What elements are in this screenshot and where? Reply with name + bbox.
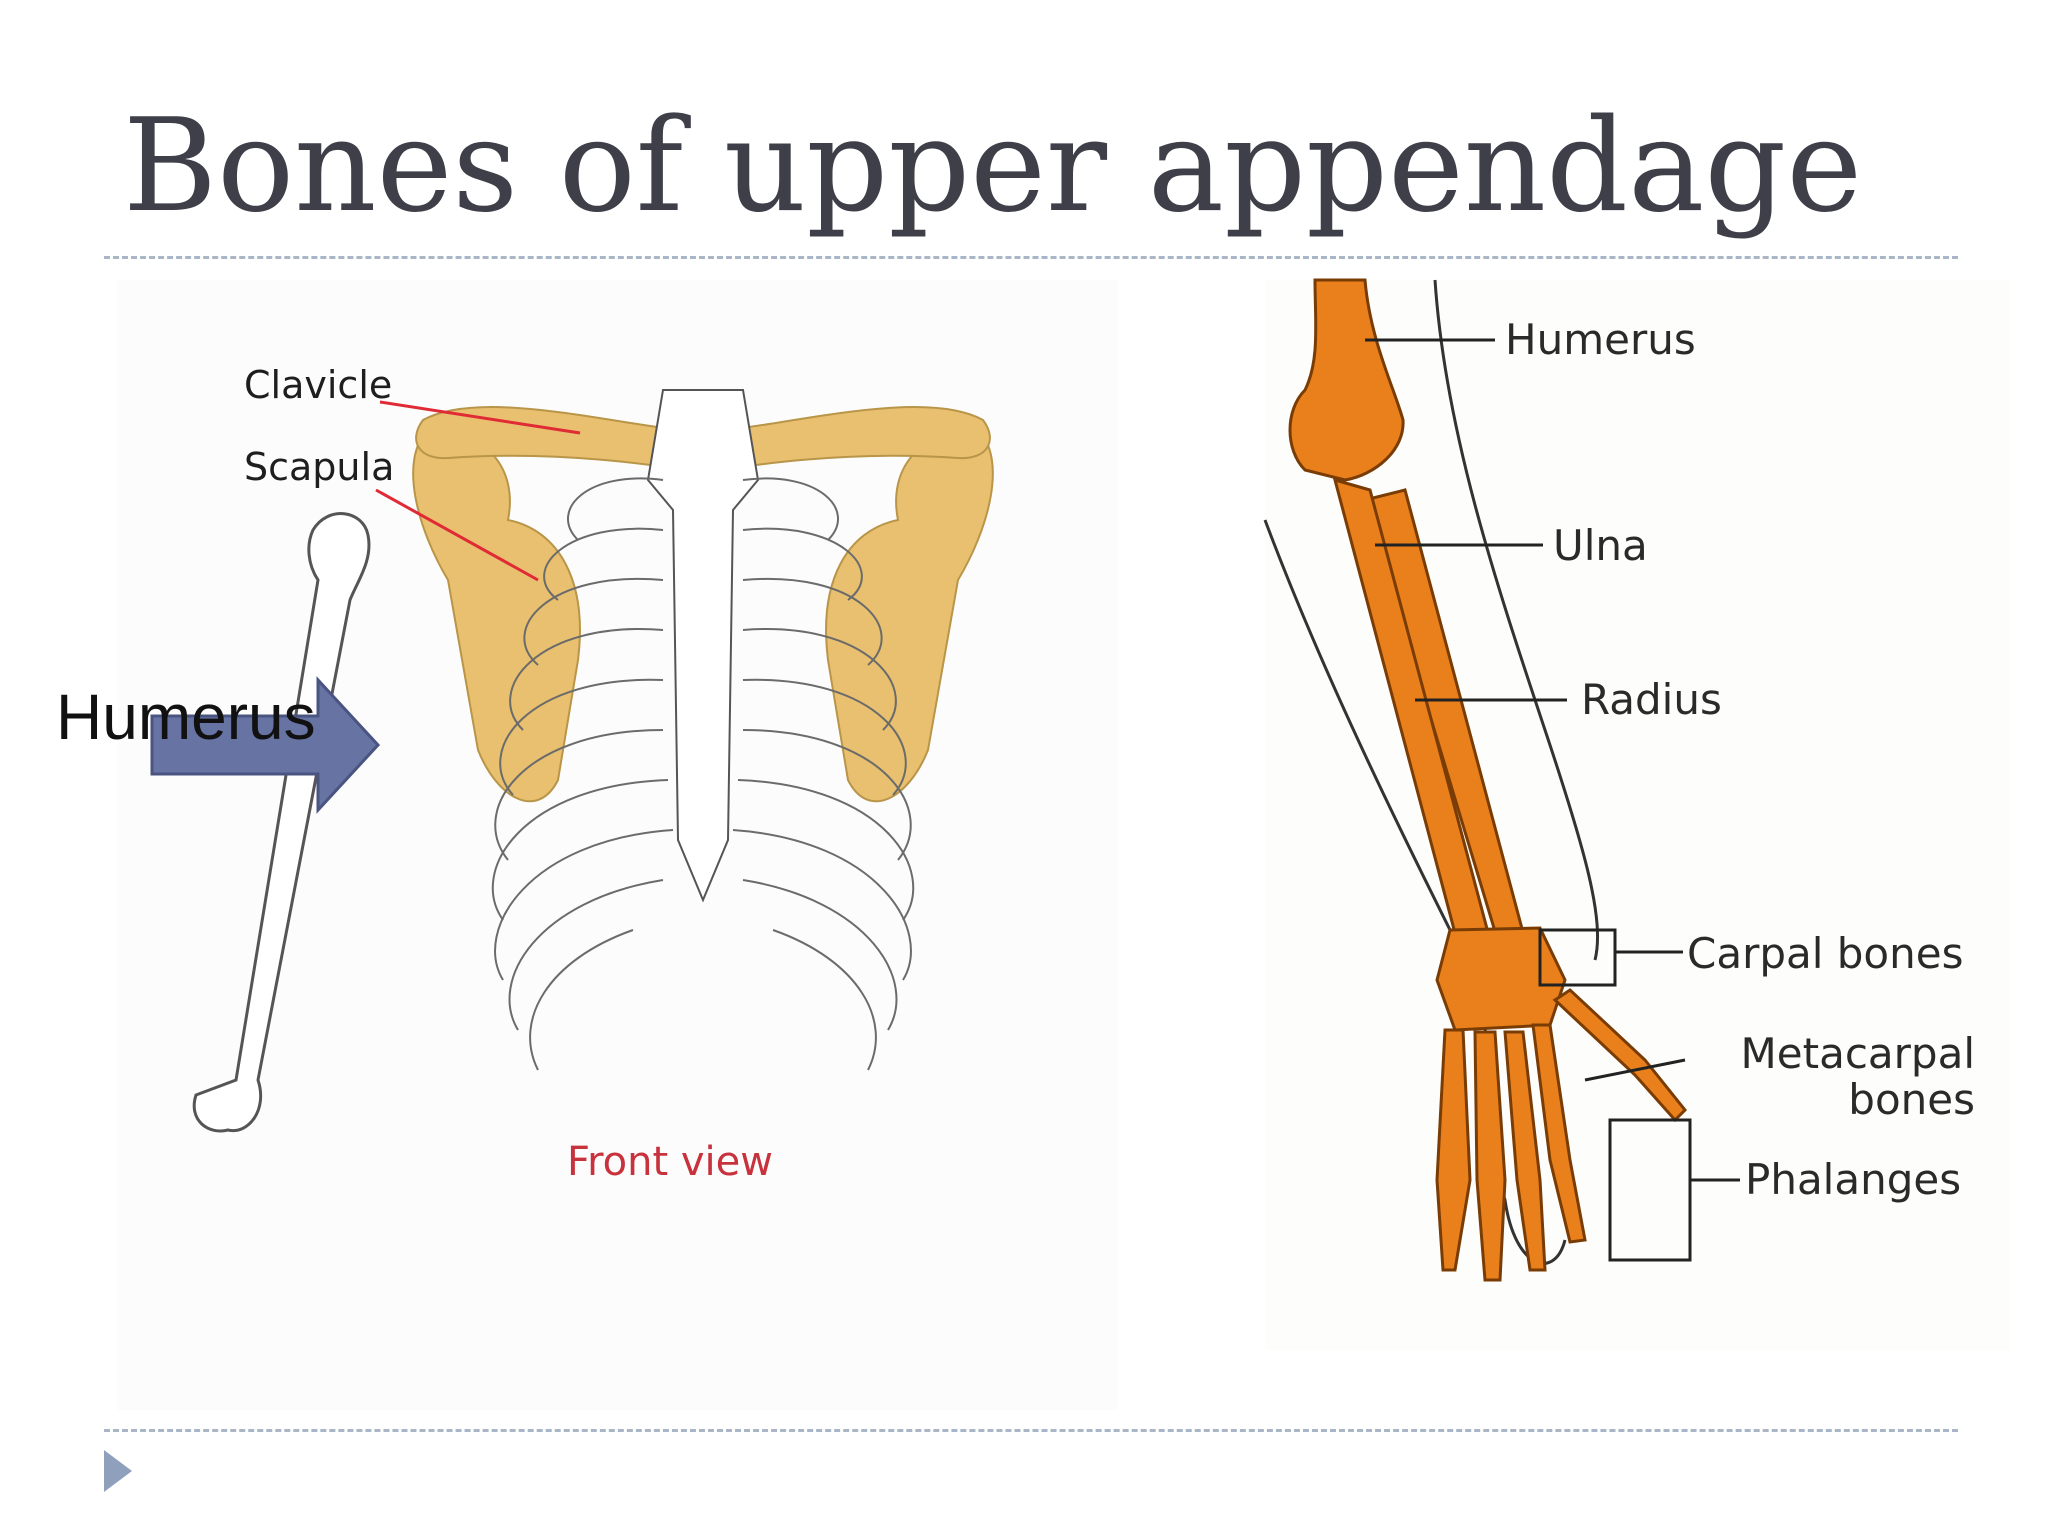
finger-bones: [1435, 988, 1688, 1282]
humerus-callout-arrow: [150, 676, 381, 814]
slide-bullet-icon: [104, 1450, 132, 1492]
scapula-left: [412, 428, 581, 803]
humerus-distal: [1288, 278, 1405, 482]
radius-label: Radius: [1581, 675, 1722, 724]
arm-label-lines: [1365, 338, 1740, 1262]
ulna-label: Ulna: [1553, 521, 1648, 570]
metacarpal-bones-label-line2: bones: [1848, 1075, 1975, 1124]
humerus-bone: [192, 512, 371, 1133]
metacarpal-bones-label: Metacarpal: [1741, 1029, 1975, 1078]
carpal-bones-label: Carpal bones: [1687, 929, 1963, 978]
humerus-label: Humerus: [1505, 315, 1696, 364]
front-view-figure: Clavicle Scapula Front view: [118, 280, 1118, 1410]
slide-title: Bones of upper appendage: [123, 92, 1863, 241]
ribs-right: [732, 477, 914, 1071]
title-divider: [104, 256, 1958, 259]
phalanges-label: Phalanges: [1745, 1155, 1961, 1204]
humerus-callout-label: Humerus: [56, 681, 316, 753]
arm-figure: Humerus Ulna Radius Carpal bones Metacar…: [1263, 278, 2010, 1350]
front-view-caption: Front view: [567, 1139, 773, 1185]
footer-divider: [104, 1429, 1958, 1432]
scapula-label: Scapula: [244, 445, 394, 489]
sternum: [646, 389, 760, 903]
ribs-left: [492, 477, 674, 1071]
clavicle-label: Clavicle: [244, 363, 392, 407]
clavicle-label-line: [379, 400, 581, 435]
arm-illustration: Humerus Ulna Radius Carpal bones Metacar…: [1263, 278, 1975, 1282]
front-view-illustration: Clavicle Scapula Front view: [192, 363, 994, 1185]
carpal-bones: [1435, 926, 1567, 1032]
scapula-right: [825, 428, 994, 803]
scapula-label-line: [375, 488, 539, 582]
